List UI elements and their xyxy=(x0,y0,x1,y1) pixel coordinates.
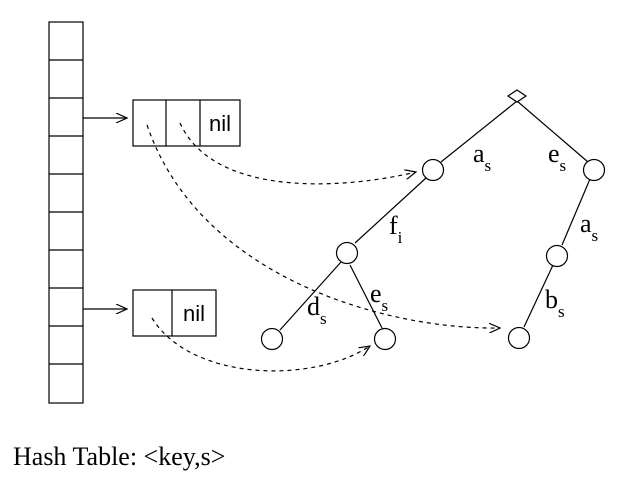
edge-label: ds xyxy=(307,292,327,328)
trie-node xyxy=(373,327,397,351)
hash-table xyxy=(48,21,84,404)
bucket-list-2-frame xyxy=(132,289,217,337)
bucket-list-1-frame xyxy=(132,99,241,147)
trie-edge xyxy=(523,264,554,328)
trie-edges xyxy=(279,100,591,331)
trie-node xyxy=(421,158,445,182)
pointer-arrow-to-e-node xyxy=(151,317,370,372)
trie-root-node xyxy=(506,89,528,103)
nil-label: nil xyxy=(209,111,231,136)
trie-edge xyxy=(516,100,589,163)
edge-label: as xyxy=(580,209,598,245)
trie-node xyxy=(260,327,284,351)
hash-table-caption: Hash Table: <key,s> xyxy=(13,442,225,471)
trie-nodes xyxy=(260,89,606,351)
pointer-arrow-to-b-node xyxy=(146,124,500,328)
trie-node xyxy=(545,244,569,268)
trie-node xyxy=(582,158,606,182)
edge-label: bs xyxy=(545,285,565,321)
trie-edge xyxy=(279,261,342,331)
edge-label: as xyxy=(473,139,491,175)
trie-edge xyxy=(561,178,591,246)
trie-node xyxy=(335,241,359,265)
hash-table-slot-dividers xyxy=(49,59,83,365)
trie-node xyxy=(507,326,531,350)
trie-edge xyxy=(354,177,427,244)
trie-edge xyxy=(349,264,383,329)
trie-edge xyxy=(440,100,518,163)
edge-labels: as es fi as ds es bs xyxy=(307,139,598,328)
bucket-list-2: nil xyxy=(132,289,217,337)
edge-label: es xyxy=(370,279,388,315)
edge-label: es xyxy=(548,139,566,175)
bucket-list-1: nil xyxy=(132,99,241,147)
edge-label: fi xyxy=(389,211,403,247)
nil-label: nil xyxy=(183,301,205,326)
